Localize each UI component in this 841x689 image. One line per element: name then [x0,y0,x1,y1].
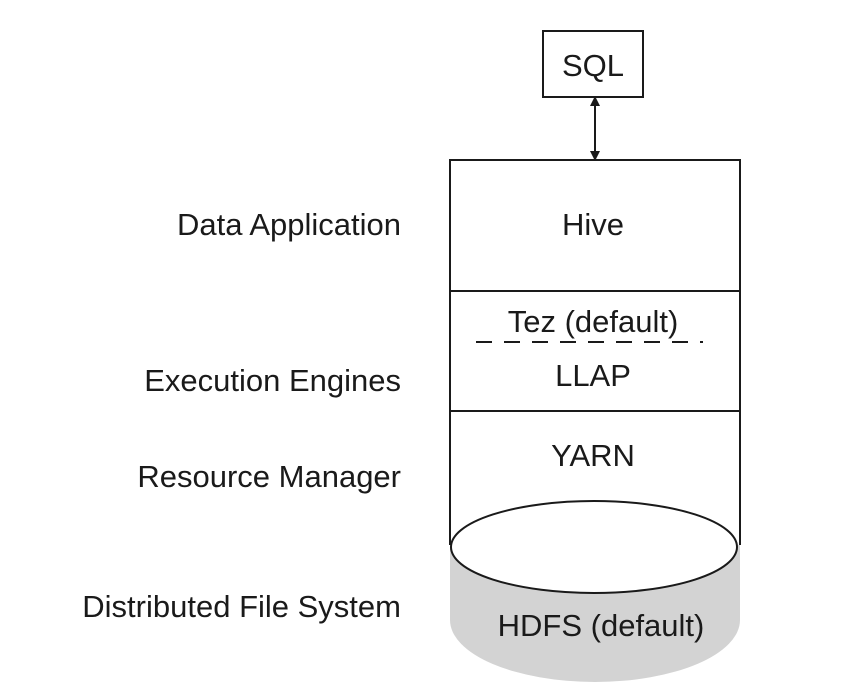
side-label-distributed-file-system: Distributed File System [82,589,401,624]
llap-label: LLAP [555,358,631,393]
stack-outline [449,159,741,545]
sql-label: SQL [561,48,625,83]
hdfs-cylinder-top [450,500,738,594]
hive-label: Hive [561,207,625,242]
tez-label: Tez (default) [507,304,679,339]
sql-box [542,30,644,98]
side-label-resource-manager: Resource Manager [137,459,401,494]
yarn-label: YARN [551,438,635,473]
side-label-data-application: Data Application [176,207,401,242]
side-label-execution-engines: Execution Engines [144,363,401,398]
hdfs-label: HDFS (default) [497,608,705,643]
